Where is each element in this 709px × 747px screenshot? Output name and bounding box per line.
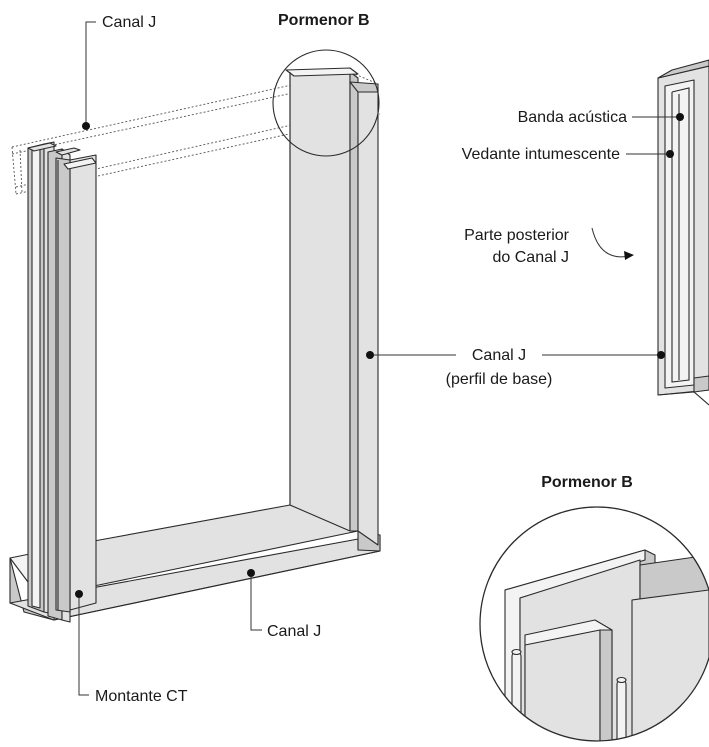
right-jamb-canal-j	[285, 67, 379, 546]
leader-lines	[75, 21, 684, 696]
label-pormenor-b-detail: Pormenor B	[541, 474, 633, 491]
left-ct-studs	[27, 141, 97, 623]
label-canal-j-right: Canal J	[472, 347, 526, 364]
label-parte-posterior-2: do Canal J	[493, 249, 570, 266]
label-vedante-intumescente: Vedante intumescente	[462, 146, 620, 163]
label-canal-j-bottom: Canal J	[267, 623, 321, 640]
label-parte-posterior-1: Parte posterior	[464, 227, 570, 244]
pormenor-b-detail	[479, 506, 709, 742]
label-banda-acustica: Banda acústica	[518, 109, 628, 126]
label-pormenor-b-top: Pormenor B	[278, 12, 370, 29]
back-of-canal-j-profile	[657, 59, 709, 406]
label-perfil-de-base: (perfil de base)	[446, 371, 553, 388]
label-canal-j-top: Canal J	[102, 14, 156, 31]
label-montante-ct: Montante CT	[95, 688, 188, 705]
pormenor-b-reference-circle	[272, 49, 380, 157]
